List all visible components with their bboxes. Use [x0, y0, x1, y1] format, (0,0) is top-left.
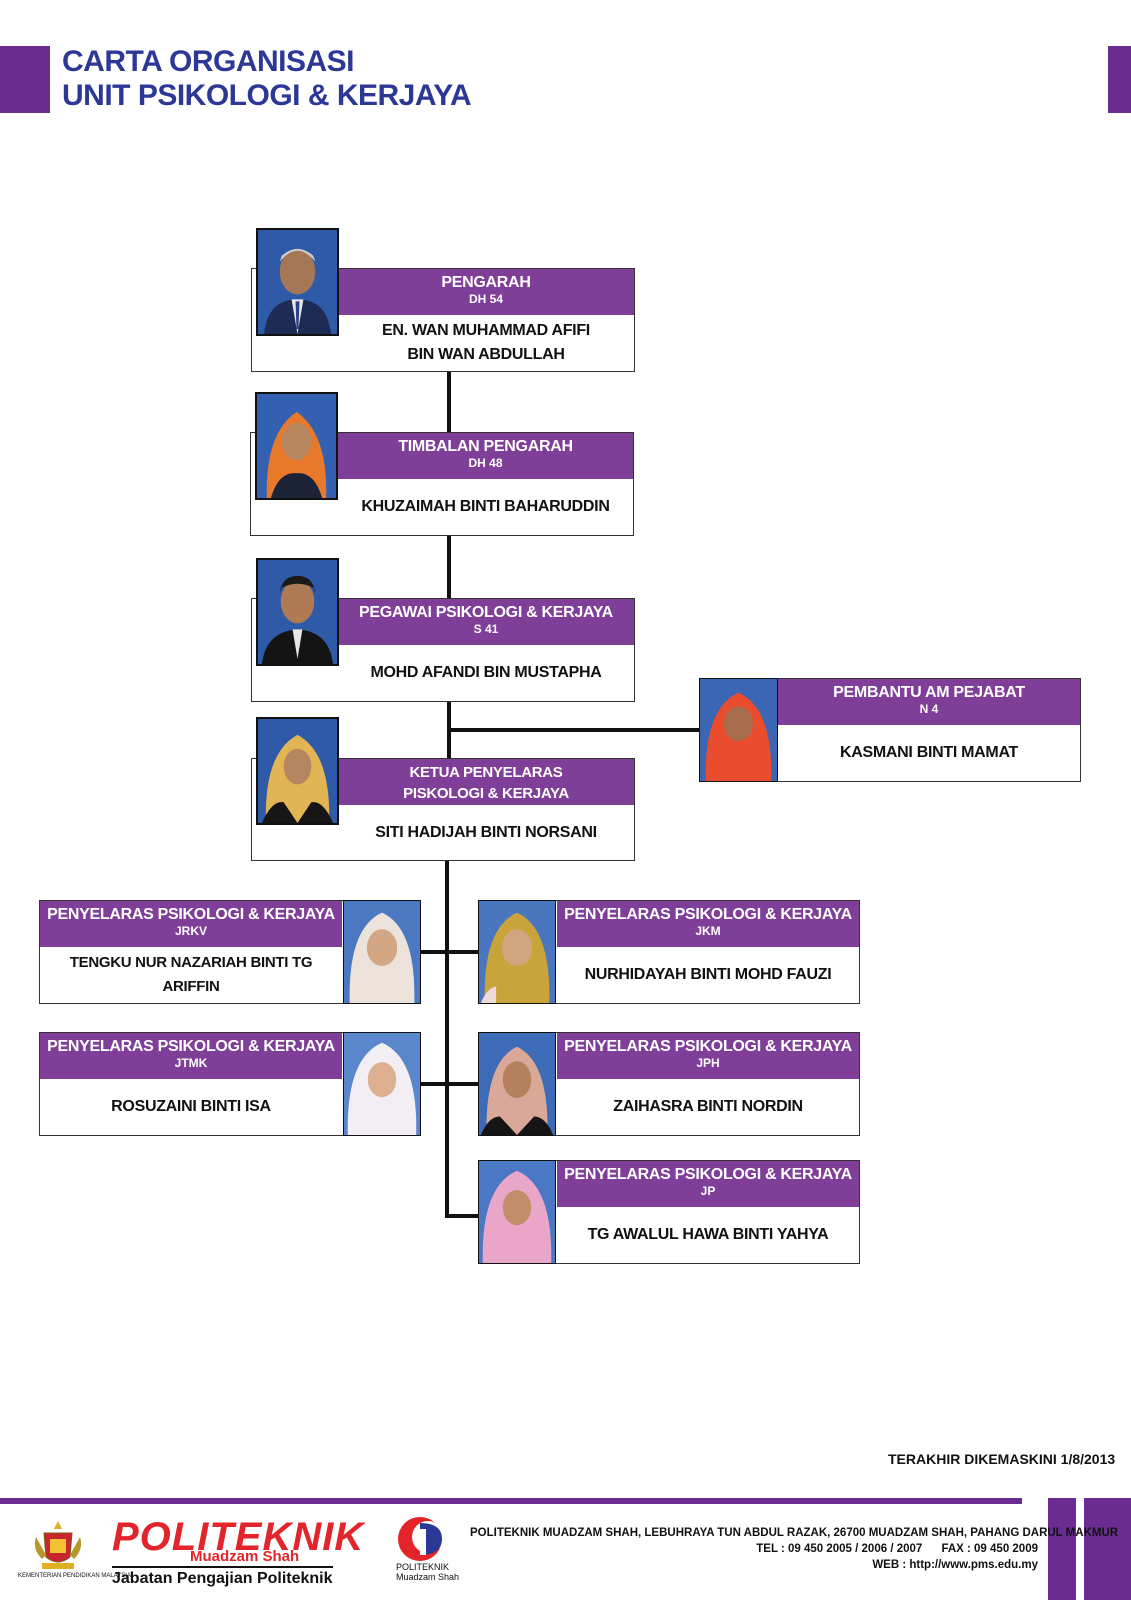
connector-to-pembantu [449, 728, 699, 732]
jkm-header: PENYELARAS PSIKOLOGI & KERJAYA JKM [557, 901, 859, 947]
pengarah-name-line-2: BIN WAN ABDULLAH [407, 346, 565, 363]
pengarah-photo [256, 228, 339, 336]
title-line-1: CARTA ORGANISASI [62, 45, 355, 78]
footer-web[interactable]: WEB : http://www.pms.edu.my [872, 1559, 1038, 1571]
ketua-role-line-2: PISKOLOGI & KERJAYA [403, 785, 569, 802]
footer-address: POLITEKNIK MUADZAM SHAH, LEBUHRAYA TUN A… [470, 1527, 1119, 1539]
ketua-header: KETUA PENYELARAS PISKOLOGI & KERJAYA [338, 759, 634, 805]
footer-phone: TEL : 09 450 2005 / 2006 / 2007 FAX : 09… [756, 1543, 1038, 1555]
jp-photo [478, 1160, 556, 1264]
jph-header: PENYELARAS PSIKOLOGI & KERJAYA JPH [557, 1033, 859, 1079]
pengarah-name-line-1: EN. WAN MUHAMMAD AFIFI [382, 322, 590, 339]
pembantu-role: PEMBANTU AM PEJABAT [833, 684, 1025, 701]
pengarah-header: PENGARAH DH 54 [338, 269, 634, 315]
pembantu-header: PEMBANTU AM PEJABAT N 4 [778, 679, 1080, 725]
pengarah-role: PENGARAH [441, 274, 531, 291]
jph-role: PENYELARAS PSIKOLOGI & KERJAYA [564, 1038, 852, 1055]
pegawai-role: PEGAWAI PSIKOLOGI & KERJAYA [359, 604, 613, 621]
jtmk-grade: JTMK [174, 1056, 208, 1070]
politeknik-logo-text: POLITEKNIK [112, 1515, 365, 1559]
jp-role: PENYELARAS PSIKOLOGI & KERJAYA [564, 1166, 852, 1183]
connector-row1-right [447, 950, 479, 954]
jkm-photo [478, 900, 556, 1004]
ketua-name: SITI HADIJAH BINTI NORSANI [375, 823, 597, 841]
jrkv-header: PENYELARAS PSIKOLOGI & KERJAYA JRKV [40, 901, 342, 947]
pengarah-grade: DH 54 [468, 292, 503, 306]
timbalan-grade: DH 48 [468, 456, 503, 470]
pengarah-name: EN. WAN MUHAMMAD AFIFI BIN WAN ABDULLAH [338, 315, 634, 371]
pms-logo-caption: POLITEKNIK Muadzam Shah [396, 1562, 459, 1582]
jrkv-role: PENYELARAS PSIKOLOGI & KERJAYA [47, 906, 335, 923]
footer-accent-bar-1 [1048, 1498, 1076, 1600]
jph-name: ZAIHASRA BINTI NORDIN [613, 1098, 803, 1115]
timbalan-name: KHUZAIMAH BINTI BAHARUDDIN [361, 498, 610, 515]
timbalan-role: TIMBALAN PENGARAH [398, 438, 573, 455]
pms-logo-caption-line-2: Muadzam Shah [396, 1572, 460, 1582]
ketua-role-line-1: KETUA PENYELARAS [409, 764, 563, 781]
jtmk-name: ROSUZAINI BINTI ISA [111, 1098, 271, 1115]
pms-logo-icon [390, 1515, 460, 1563]
jrkv-grade: JRKV [174, 924, 207, 938]
jp-name: TG AWALUL HAWA BINTI YAHYA [587, 1226, 829, 1243]
footer-contact: POLITEKNIK MUADZAM SHAH, LEBUHRAYA TUN A… [470, 1525, 1119, 1573]
connector-row2-left [421, 1082, 451, 1086]
pegawai-name: MOHD AFANDI BIN MUSTAPHA [370, 664, 602, 681]
page-title: CARTA ORGANISASI UNIT PSIKOLOGI & KERJAY… [62, 45, 472, 113]
header-accent-bar-left [0, 46, 50, 113]
timbalan-header: TIMBALAN PENGARAH DH 48 [338, 433, 633, 479]
connector-row1-left [421, 950, 451, 954]
connector-vertical-bottom [445, 860, 449, 1218]
crest-caption: KEMENTERIAN PENDIDIKAN MALAYSIA [18, 1573, 131, 1579]
jkm-role: PENYELARAS PSIKOLOGI & KERJAYA [564, 906, 852, 923]
pembantu-name: KASMANI BINTI MAMAT [840, 744, 1018, 761]
connector-vertical-top [447, 372, 451, 760]
jtmk-role: PENYELARAS PSIKOLOGI & KERJAYA [47, 1038, 335, 1055]
jkm-grade: JKM [695, 924, 721, 938]
pms-logo-caption-line-1: POLITEKNIK [396, 1562, 450, 1572]
jtmk-photo [343, 1032, 421, 1136]
footer-divider [0, 1498, 1022, 1504]
pegawai-grade: S 41 [473, 622, 499, 636]
title-line-2: UNIT PSIKOLOGI & KERJAYA [62, 79, 472, 112]
jp-header: PENYELARAS PSIKOLOGI & KERJAYA JP [557, 1161, 859, 1207]
jp-grade: JP [700, 1184, 716, 1198]
jkm-name: NURHIDAYAH BINTI MOHD FAUZI [584, 966, 832, 983]
footer-accent-bar-2 [1084, 1498, 1131, 1600]
ketua-photo [256, 717, 339, 825]
last-updated: TERAKHIR DIKEMASKINI 1/8/2013 [888, 1451, 1116, 1467]
pegawai-card: PEGAWAI PSIKOLOGI & KERJAYA S 41 MOHD AF… [251, 598, 635, 702]
pembantu-photo [699, 678, 778, 782]
malaysia-crest-icon [30, 1519, 86, 1571]
politeknik-logo-dept: Jabatan Pengajian Politeknik [112, 1566, 333, 1588]
connector-row3-right [447, 1214, 479, 1218]
jtmk-header: PENYELARAS PSIKOLOGI & KERJAYA JTMK [40, 1033, 342, 1079]
politeknik-logo-sub: Muadzam Shah [190, 1548, 300, 1565]
connector-row2-right [447, 1082, 479, 1086]
pembantu-grade: N 4 [919, 702, 939, 716]
pegawai-header: PEGAWAI PSIKOLOGI & KERJAYA S 41 [338, 599, 634, 645]
jrkv-photo [343, 900, 421, 1004]
timbalan-photo [255, 392, 338, 500]
header-accent-bar-right [1108, 46, 1131, 113]
jrkv-name: TENGKU NUR NAZARIAH BINTI TG ARIFFIN [69, 954, 313, 995]
jph-photo [478, 1032, 556, 1136]
pegawai-photo [256, 558, 339, 666]
jph-grade: JPH [696, 1056, 720, 1070]
